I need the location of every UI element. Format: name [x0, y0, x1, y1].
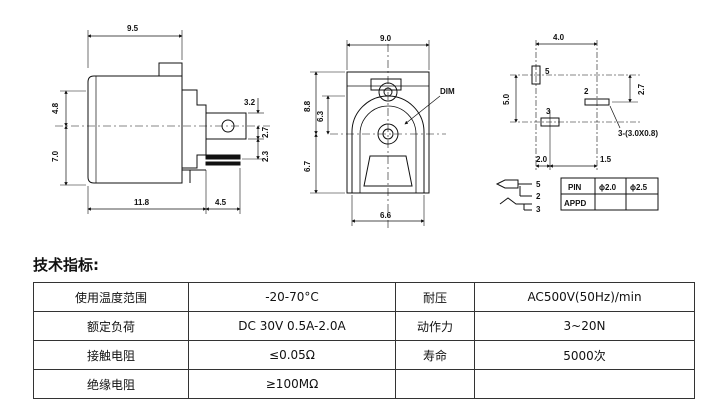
- dim-side-left-upper: 4.8: [51, 102, 60, 114]
- dim-side-length: 11.8: [134, 198, 150, 207]
- spec-value: DC 30V 0.5A-2.0A: [188, 311, 396, 341]
- front-view: [310, 40, 446, 228]
- dim-side-pin-low: 2.3: [261, 150, 270, 162]
- table-row: 接触电阻 ≤0.05Ω 寿命 5000次: [33, 340, 695, 370]
- dim-pcb-top: 4.0: [553, 33, 565, 42]
- dim-front-width: 9.0: [380, 34, 392, 43]
- table-row: 额定负荷 DC 30V 0.5A-2.0A 动作力 3~20N: [33, 311, 695, 341]
- schematic-pin-3: 3: [536, 205, 541, 214]
- spec-label: 耐压: [395, 282, 475, 312]
- dim-pcb-right: 2.7: [637, 83, 646, 95]
- spec-label: 动作力: [395, 311, 475, 341]
- spec-value: AC500V(50Hz)/min: [474, 282, 695, 312]
- dim-side-pin-top: 3.2: [244, 98, 256, 107]
- spec-label: 接触电阻: [33, 340, 189, 370]
- dim-pcb-bottom-left: 2.0: [536, 155, 548, 164]
- spec-value: ≤0.05Ω: [188, 340, 396, 370]
- pin-table-header-pin: PIN: [568, 183, 582, 192]
- spec-value: [474, 369, 695, 399]
- pin-table-header-d1: ϕ2.0: [599, 183, 617, 192]
- specs-table: 使用温度范围 -20-70°C 耐压 AC500V(50Hz)/min 额定负荷…: [33, 282, 695, 399]
- pcb-pin-5-label: 5: [545, 67, 550, 76]
- dim-front-callout: DIM: [440, 87, 455, 96]
- dim-side-left-lower: 7.0: [51, 150, 60, 162]
- dim-front-height-outer: 8.8: [303, 100, 312, 112]
- technical-drawing: 9.5 4.8 7.0 3.2 2.7 2.3 11.8 4.5: [51, 24, 659, 228]
- spec-value: ≥100MΩ: [188, 369, 396, 399]
- dim-side-pin-length: 4.5: [215, 198, 227, 207]
- dim-pcb-bottom-right: 1.5: [600, 155, 612, 164]
- dim-front-lower: 6.7: [303, 160, 312, 172]
- spec-value: -20-70°C: [188, 282, 396, 312]
- spec-value: 5000次: [474, 340, 695, 370]
- schematic-symbol: [495, 179, 532, 211]
- side-view: [55, 30, 270, 214]
- dim-side-pin-mid: 2.7: [261, 126, 270, 138]
- table-row: 绝缘电阻 ≥100MΩ: [33, 369, 695, 399]
- spec-value: 3~20N: [474, 311, 695, 341]
- spec-label: [395, 369, 475, 399]
- specs-heading: 技术指标:: [33, 256, 99, 274]
- spec-label: 绝缘电阻: [33, 369, 189, 399]
- schematic-pin-5: 5: [536, 180, 541, 189]
- pin-table-row-label: APPD: [564, 199, 586, 208]
- spec-label: 寿命: [395, 340, 475, 370]
- dim-side-width: 9.5: [127, 24, 139, 33]
- dim-front-bottom: 6.6: [380, 211, 392, 220]
- table-row: 使用温度范围 -20-70°C 耐压 AC500V(50Hz)/min: [33, 282, 695, 312]
- pcb-pin-3-label: 3: [546, 107, 551, 116]
- pcb-pin-2-label: 2: [584, 87, 589, 96]
- pcb-layout: [510, 40, 640, 170]
- pin-table: [560, 177, 659, 211]
- dim-pcb-left: 5.0: [502, 93, 511, 105]
- spec-label: 额定负荷: [33, 311, 189, 341]
- spec-label: 使用温度范围: [33, 282, 189, 312]
- schematic-pin-2: 2: [536, 192, 541, 201]
- pcb-hole-callout: 3-(3.0X0.8): [618, 129, 658, 138]
- pin-table-header-d2: ϕ2.5: [630, 183, 648, 192]
- dim-front-height-inner: 6.3: [316, 110, 325, 122]
